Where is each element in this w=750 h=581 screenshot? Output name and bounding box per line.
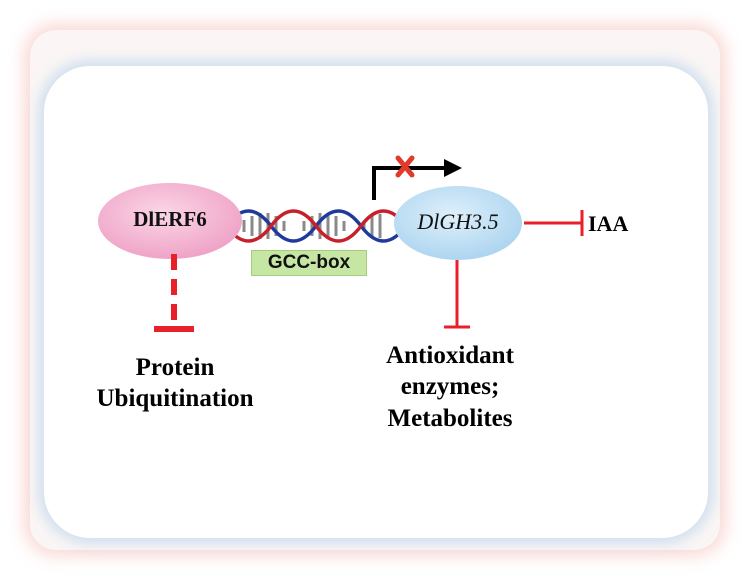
gh-inhibition-line-iaa: [524, 210, 584, 236]
gh-node: [394, 186, 522, 260]
antioxidant-line-1: Antioxidant: [386, 342, 514, 369]
antioxidant-line-3: Metabolites: [387, 404, 513, 432]
gh-inhibition-line-down: [444, 260, 470, 329]
gh-label: DlGH3.5: [417, 209, 499, 234]
dna-strand-red: [224, 209, 408, 243]
gcc-box-label: GCC-box: [251, 250, 367, 276]
antioxidant-metabolites-label: Antioxidant enzymes; Metabolites: [370, 340, 530, 434]
erf-inhibition-line: [154, 254, 194, 332]
erf-node: [98, 183, 242, 259]
red-x-icon: [395, 155, 415, 178]
dna-helix: [224, 209, 408, 243]
inner-panel: [44, 66, 708, 538]
protein-ubiquitination-label: Protein Ubiquitination: [97, 352, 254, 415]
transcription-start-arrow-icon: [372, 159, 462, 200]
protein-ubiquitination-line-2: Ubiquitination: [96, 385, 254, 413]
protein-ubiquitination-line-1: Protein: [135, 354, 215, 381]
iaa-label: IAA: [588, 211, 629, 236]
antioxidant-line-2: enzymes;: [400, 373, 500, 401]
erf-label: DlERF6: [133, 207, 207, 231]
